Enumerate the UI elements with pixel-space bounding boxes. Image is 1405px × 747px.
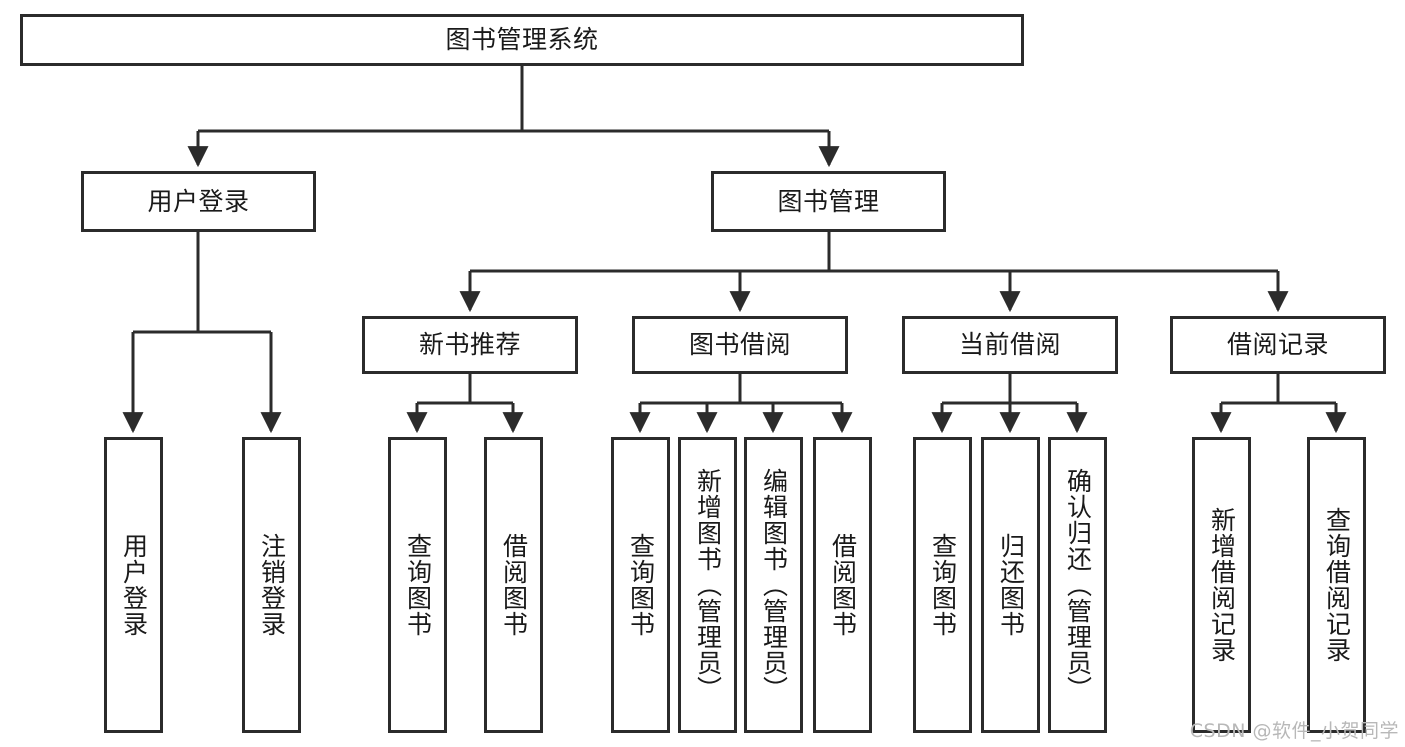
node-book-borrow[interactable]: 图书借阅 — [632, 316, 848, 374]
node-borrow-record-label: 借阅记录 — [1226, 330, 1329, 360]
node-root[interactable]: 图书管理系统 — [20, 14, 1024, 66]
node-leaf-logout-login[interactable]: 注销登录 — [242, 437, 301, 733]
node-user-login[interactable]: 用户登录 — [81, 171, 316, 232]
node-leaf-confirm-return[interactable]: 确认归还（管理员） — [1048, 437, 1107, 733]
node-new-book-recommend[interactable]: 新书推荐 — [362, 316, 578, 374]
node-leaf-return-book[interactable]: 归还图书 — [981, 437, 1040, 733]
node-book-management-label: 图书管理 — [777, 186, 880, 216]
node-leaf-confirm-return-label: 确认归还（管理员） — [1063, 468, 1093, 702]
node-current-borrow-label: 当前借阅 — [958, 330, 1061, 360]
node-leaf-query-book-3[interactable]: 查询图书 — [913, 437, 972, 733]
node-leaf-borrow-book-1[interactable]: 借阅图书 — [484, 437, 543, 733]
node-leaf-logout-login-label: 注销登录 — [257, 533, 287, 637]
node-leaf-user-login-label: 用户登录 — [119, 533, 149, 637]
node-leaf-add-book[interactable]: 新增图书（管理员） — [678, 437, 737, 733]
node-new-book-recommend-label: 新书推荐 — [418, 330, 521, 360]
node-leaf-query-book-2-label: 查询图书 — [626, 533, 656, 637]
node-leaf-query-book-2[interactable]: 查询图书 — [611, 437, 670, 733]
node-leaf-edit-book[interactable]: 编辑图书（管理员） — [744, 437, 803, 733]
node-book-management[interactable]: 图书管理 — [711, 171, 946, 232]
node-leaf-add-record-label: 新增借阅记录 — [1207, 507, 1237, 663]
node-leaf-query-book-1[interactable]: 查询图书 — [388, 437, 447, 733]
node-leaf-return-book-label: 归还图书 — [996, 533, 1026, 637]
node-borrow-record[interactable]: 借阅记录 — [1170, 316, 1386, 374]
node-leaf-query-book-3-label: 查询图书 — [928, 533, 958, 637]
node-leaf-user-login[interactable]: 用户登录 — [104, 437, 163, 733]
node-user-login-label: 用户登录 — [147, 186, 250, 216]
node-book-borrow-label: 图书借阅 — [688, 330, 791, 360]
node-leaf-edit-book-label: 编辑图书（管理员） — [759, 468, 789, 702]
node-leaf-borrow-book-2-label: 借阅图书 — [828, 533, 858, 637]
node-leaf-query-record-label: 查询借阅记录 — [1322, 507, 1352, 663]
watermark-text: CSDN @软件_小贺同学 — [1189, 720, 1399, 742]
node-leaf-add-book-label: 新增图书（管理员） — [693, 468, 723, 702]
node-leaf-query-record[interactable]: 查询借阅记录 — [1307, 437, 1366, 733]
node-leaf-borrow-book-2[interactable]: 借阅图书 — [813, 437, 872, 733]
node-leaf-add-record[interactable]: 新增借阅记录 — [1192, 437, 1251, 733]
node-leaf-query-book-1-label: 查询图书 — [403, 533, 433, 637]
node-root-label: 图书管理系统 — [445, 25, 599, 55]
node-current-borrow[interactable]: 当前借阅 — [902, 316, 1118, 374]
node-leaf-borrow-book-1-label: 借阅图书 — [499, 533, 529, 637]
